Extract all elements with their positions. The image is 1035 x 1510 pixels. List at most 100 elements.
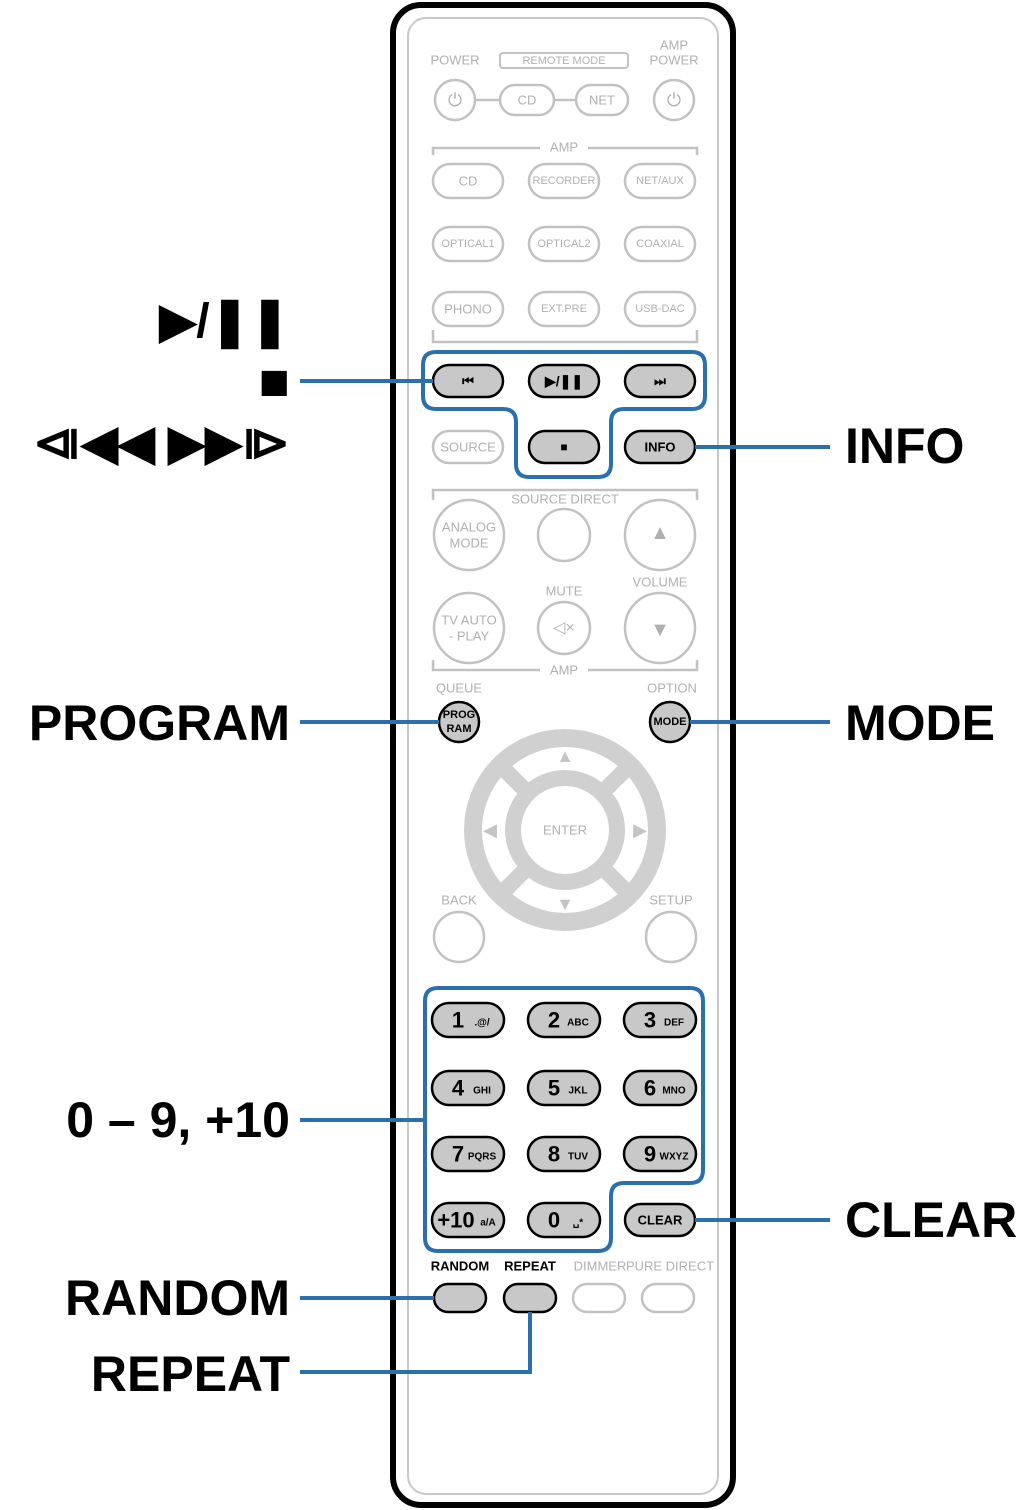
input-button-label: NET/AUX — [636, 175, 684, 187]
amp-bracket-right-2 — [588, 660, 699, 672]
input-button[interactable] — [527, 225, 601, 263]
source-direct-label: SOURCE DIRECT — [511, 492, 619, 507]
input-button[interactable] — [527, 290, 601, 328]
enter-button[interactable] — [505, 770, 625, 890]
numeric-key-6[interactable] — [622, 1069, 698, 1107]
repeat-button[interactable] — [502, 1282, 558, 1314]
dpad-ring — [464, 729, 666, 931]
input-button[interactable] — [527, 162, 601, 200]
repeat-leader — [300, 1312, 532, 1374]
volume-label: VOLUME — [633, 575, 688, 590]
numeric-key-1[interactable] — [430, 1001, 506, 1039]
stop-button[interactable] — [527, 429, 601, 465]
setup-button[interactable] — [644, 910, 698, 964]
pure-direct-button[interactable] — [640, 1282, 696, 1314]
numeric-key-number: 6 — [644, 1076, 656, 1101]
power-icon: ⏻ — [448, 90, 462, 110]
numeric-key-number: 2 — [548, 1008, 560, 1033]
amp-bracket-left — [431, 146, 540, 155]
program-label-2: RAM — [446, 723, 471, 735]
cd-mode-button[interactable] — [498, 83, 556, 117]
info-label: INFO — [644, 440, 675, 455]
play-pause-button[interactable] — [527, 363, 601, 399]
analog-mode-button[interactable] — [432, 498, 506, 572]
net-mode-button[interactable] — [574, 83, 630, 117]
numeric-key-8[interactable] — [526, 1135, 602, 1173]
callout-skip: ⧏◀◀ ▶▶⧐ — [33, 417, 290, 470]
callout-clear: CLEAR — [845, 1192, 1018, 1248]
stop-icon: ■ — [560, 440, 567, 454]
cd-mode-label: CD — [518, 93, 537, 108]
source-button[interactable] — [431, 429, 505, 465]
pure-direct-label: PURE DIRECT — [626, 1259, 714, 1274]
back-button[interactable] — [432, 910, 486, 964]
callout-repeat: REPEAT — [90, 1346, 290, 1402]
callout-program: PROGRAM — [28, 695, 290, 751]
right-arrow-icon: ▶ — [633, 820, 647, 840]
input-button-label: EXT.PRE — [541, 303, 587, 315]
input-button[interactable] — [431, 290, 505, 328]
input-button-label: RECORDER — [533, 175, 596, 187]
numeric-key-7[interactable] — [430, 1135, 506, 1173]
dimmer-button[interactable] — [571, 1282, 627, 1314]
amp-bracket-left-2 — [431, 660, 540, 672]
callout-random: RANDOM — [65, 1270, 290, 1326]
volume-down-button[interactable] — [623, 591, 697, 665]
previous-icon: ⏮ — [462, 374, 474, 389]
amp-bracket-right — [588, 146, 699, 155]
numeric-key-letters: GHI — [473, 1086, 491, 1097]
amp-power-label-1: AMP — [660, 38, 688, 53]
input-button-label: USB-DAC — [635, 303, 685, 315]
source-direct-bracket — [431, 488, 699, 500]
input-button[interactable] — [623, 225, 697, 263]
tv-auto-play-button[interactable] — [432, 591, 506, 665]
input-button[interactable] — [431, 225, 505, 263]
numeric-key-number: 0 — [548, 1208, 560, 1233]
numeric-key-3[interactable] — [622, 1001, 698, 1039]
numeric-highlight — [423, 986, 705, 1253]
callout-play-pause: ▶/❚❚ — [159, 295, 290, 348]
program-button[interactable] — [437, 700, 481, 744]
numeric-key-letters: TUV — [568, 1152, 588, 1163]
analog-mode-label-2: MODE — [450, 536, 489, 551]
mute-button[interactable] — [536, 600, 592, 656]
power-label: POWER — [430, 53, 479, 68]
numeric-key-2[interactable] — [526, 1001, 602, 1039]
numeric-key-number: 4 — [452, 1076, 465, 1101]
source-direct-button[interactable] — [536, 507, 592, 563]
amp-power-button[interactable] — [652, 78, 696, 122]
down-arrow-icon: ▼ — [556, 894, 574, 914]
remote-mode-label: REMOTE MODE — [522, 55, 605, 67]
numeric-key-4[interactable] — [430, 1069, 506, 1107]
volume-down-icon: ▼ — [650, 619, 670, 641]
remote-body-inner — [407, 17, 719, 1495]
input-button-label: OPTICAL1 — [441, 238, 494, 250]
input-button-label: OPTICAL2 — [537, 238, 590, 250]
enter-label: ENTER — [543, 823, 587, 838]
random-button[interactable] — [432, 1282, 488, 1314]
numeric-key-number: 9 — [644, 1142, 656, 1167]
input-button[interactable] — [623, 162, 697, 200]
numeric-key-number: 8 — [548, 1142, 560, 1167]
amp-bracket-bottom — [431, 330, 699, 344]
numeric-key-9[interactable] — [622, 1135, 698, 1173]
input-button-label: COAXIAL — [636, 238, 684, 250]
numeric-key-+10[interactable] — [430, 1201, 506, 1239]
numeric-key-number: 3 — [644, 1008, 656, 1033]
numeric-key-letters: DEF — [664, 1018, 684, 1029]
transport-highlight — [421, 350, 707, 479]
input-button[interactable] — [623, 290, 697, 328]
callout-stop: ■ — [258, 353, 290, 411]
next-button[interactable] — [623, 363, 697, 399]
numeric-key-number: +10 — [437, 1208, 474, 1233]
volume-up-button[interactable] — [623, 498, 697, 572]
repeat-label: REPEAT — [504, 1259, 556, 1274]
numeric-key-0[interactable] — [526, 1201, 602, 1239]
input-button-label: CD — [459, 174, 478, 189]
numeric-key-letters: ABC — [567, 1018, 589, 1029]
amp-section-label-2: AMP — [550, 663, 578, 678]
input-button[interactable] — [431, 162, 505, 200]
numeric-key-5[interactable] — [526, 1069, 602, 1107]
power-button[interactable] — [433, 78, 477, 122]
